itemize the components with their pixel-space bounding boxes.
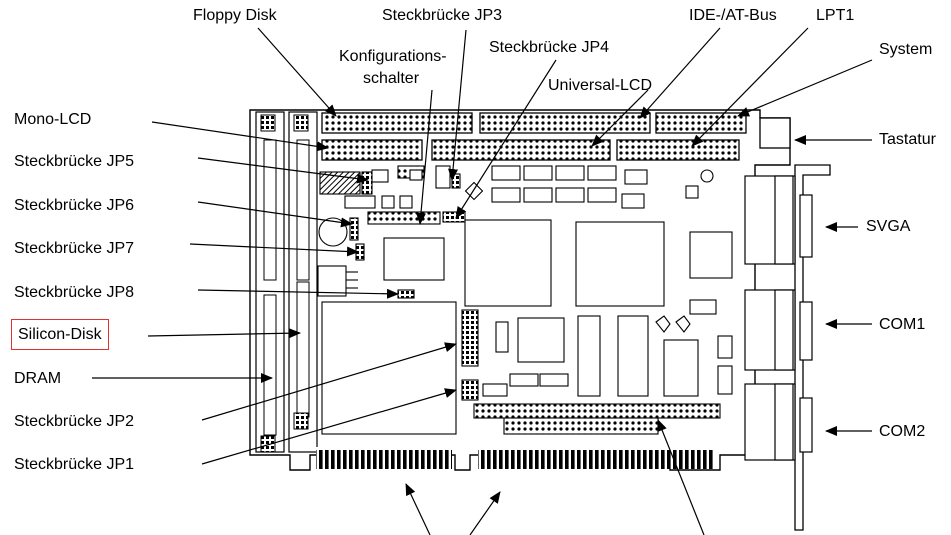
label-ide-at-bus: IDE-/AT-Bus bbox=[689, 7, 777, 24]
leader-jp3 bbox=[448, 29, 467, 181]
leader-bottom-mid bbox=[469, 491, 501, 535]
leader-jp1 bbox=[201, 388, 457, 465]
leader-floppy bbox=[257, 27, 337, 117]
floppy-connector bbox=[321, 112, 473, 134]
label-tastatur: Tastatur bbox=[879, 131, 936, 148]
jp2-header bbox=[461, 309, 479, 367]
edge-connector-left bbox=[316, 447, 452, 469]
label-dram: DRAM bbox=[14, 370, 62, 387]
label-universal-lcd: Universal-LCD bbox=[548, 77, 653, 94]
leader-bottom-left bbox=[405, 483, 431, 535]
label-silicon-disk: Silicon-Disk bbox=[11, 319, 109, 350]
label-jp3: Steckbrücke JP3 bbox=[382, 7, 503, 24]
leader-universal-lcd bbox=[591, 89, 649, 147]
cpu-chip bbox=[464, 219, 552, 307]
leader-jp4 bbox=[455, 59, 557, 219]
label-jp1: Steckbrücke JP1 bbox=[14, 456, 135, 473]
leader-jp7 bbox=[189, 243, 359, 257]
label-mono-lcd: Mono-LCD bbox=[14, 111, 92, 128]
keyboard-connector bbox=[759, 117, 791, 149]
leader-lpt1 bbox=[691, 27, 809, 147]
leader-konfig bbox=[416, 89, 433, 225]
leader-jp8 bbox=[197, 288, 399, 299]
label-jp7: Steckbrücke JP7 bbox=[14, 240, 135, 257]
leader-silicon-disk bbox=[147, 328, 301, 339]
label-konfig-line1: Konfigurations- bbox=[339, 48, 447, 65]
leader-lines bbox=[92, 27, 873, 535]
label-system: System bbox=[879, 41, 933, 58]
label-jp5: Steckbrücke JP5 bbox=[14, 153, 135, 170]
label-lpt1: LPT1 bbox=[816, 7, 855, 24]
silicon-disk-area bbox=[321, 301, 457, 435]
label-jp6: Steckbrücke JP6 bbox=[14, 197, 135, 214]
label-jp4: Steckbrücke JP4 bbox=[489, 39, 610, 56]
leader-jp5 bbox=[197, 157, 369, 184]
system-connector bbox=[616, 139, 740, 161]
jp5-chip bbox=[319, 171, 361, 195]
leader-ide bbox=[639, 27, 721, 119]
jp1-header bbox=[461, 379, 479, 401]
label-com2: COM2 bbox=[879, 423, 926, 440]
label-jp8: Steckbrücke JP8 bbox=[14, 284, 135, 301]
leader-jp2 bbox=[201, 342, 457, 421]
leader-jp6 bbox=[197, 201, 353, 228]
label-floppy-disk: Floppy Disk bbox=[193, 7, 277, 24]
leader-system bbox=[737, 59, 873, 117]
universal-lcd-connector bbox=[431, 139, 611, 161]
label-jp2: Steckbrücke JP2 bbox=[14, 413, 135, 430]
label-com1: COM1 bbox=[879, 316, 926, 333]
isa-header bbox=[473, 403, 721, 419]
leader-bottom-right bbox=[657, 419, 705, 535]
vga-chip bbox=[575, 221, 665, 307]
edge-connector-right bbox=[478, 447, 714, 469]
leader-mono-lcd bbox=[151, 121, 329, 152]
mono-lcd-connector bbox=[321, 139, 423, 161]
right-ports bbox=[744, 175, 813, 461]
label-konfig-line2: schalter bbox=[363, 70, 420, 87]
components bbox=[317, 165, 733, 435]
top-connectors bbox=[321, 112, 791, 161]
lpt1-connector bbox=[655, 112, 747, 134]
ide-connector bbox=[479, 112, 651, 134]
dram-slots bbox=[255, 111, 318, 453]
label-svga: SVGA bbox=[866, 218, 911, 235]
